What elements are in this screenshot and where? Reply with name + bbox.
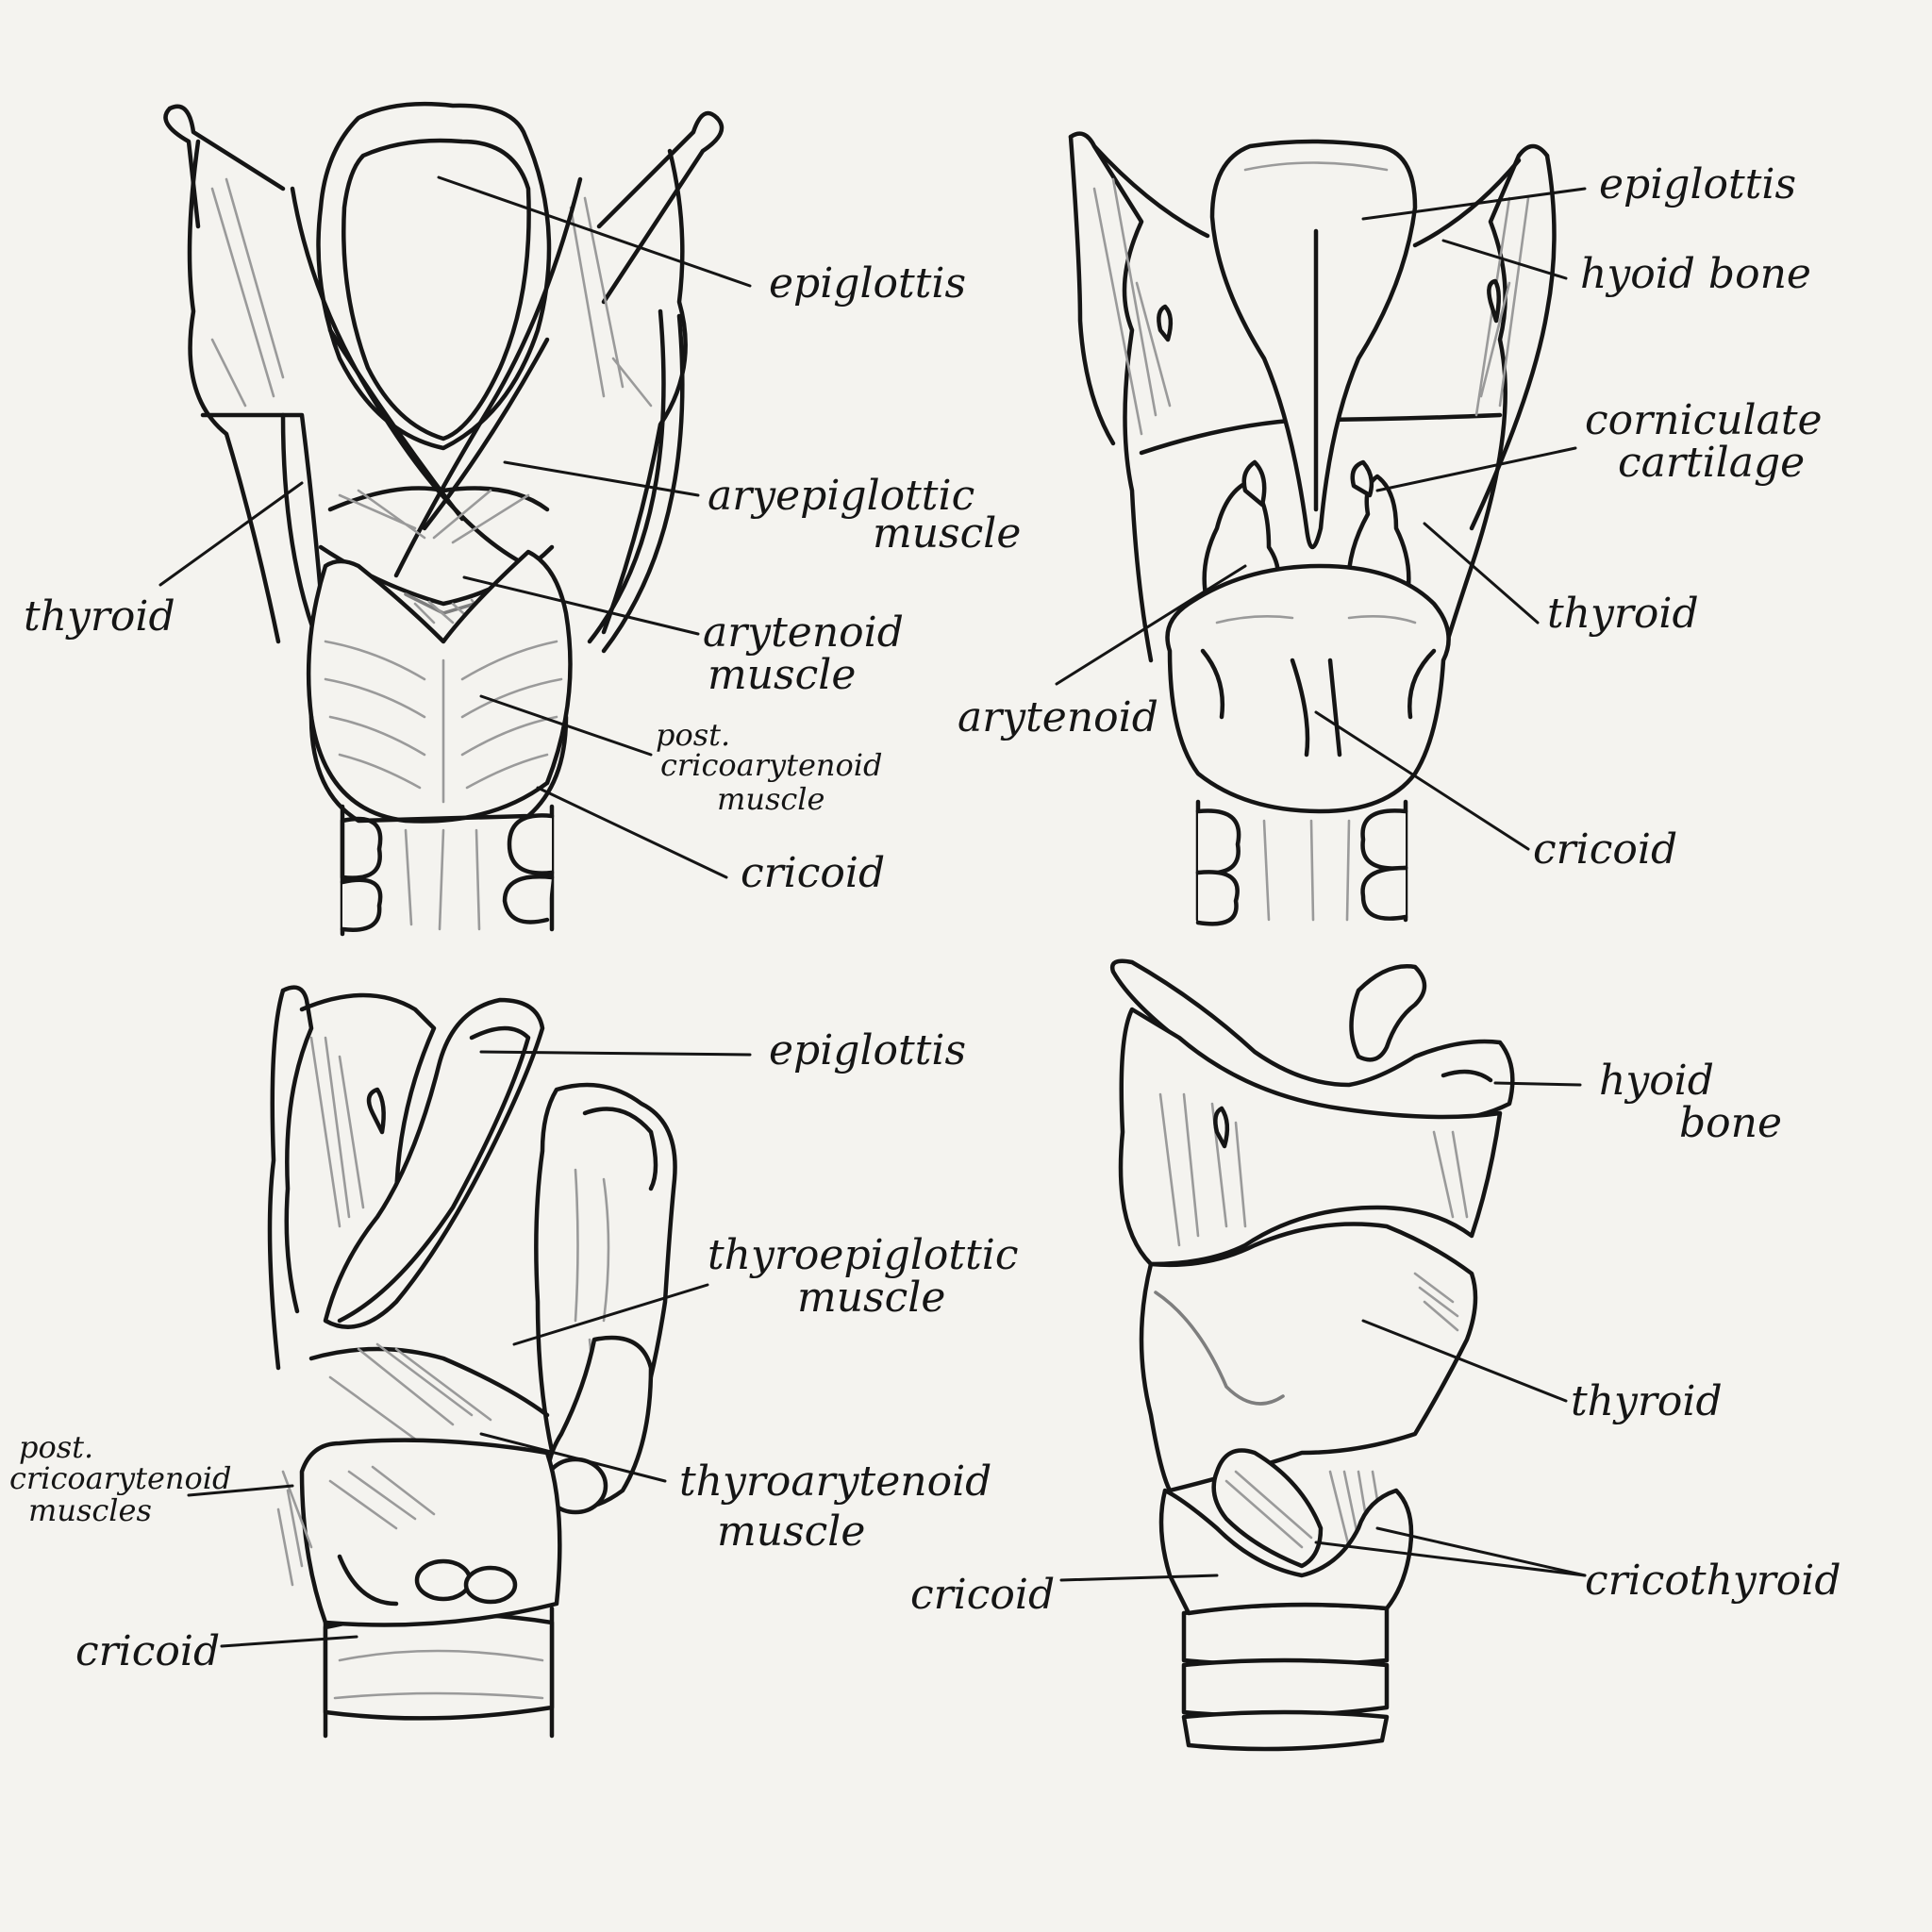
label-thyroepiglottic-3: thyroepiglottic [708, 1231, 1018, 1279]
label-cricoid-4: cricoid [910, 1571, 1055, 1619]
label-cricoid-2: cricoid [1533, 825, 1677, 874]
thyroid-3 [280, 985, 314, 1314]
label-aryepiglottic-1: aryepiglottic [708, 472, 974, 520]
posterior-cricoarytenoid-3 [276, 1470, 313, 1587]
label-bone-4: bone [1679, 1099, 1782, 1147]
cricoid-2 [1165, 563, 1451, 814]
posterior-cricoarytenoid-muscle-1 [306, 549, 573, 824]
hyoid-bone-2 [1091, 143, 1210, 239]
thyroid-upper-4 [1118, 1007, 1503, 1267]
label-cricoid-1: cricoid [741, 849, 885, 897]
cricoid-4 [1158, 1488, 1414, 1616]
label-cricoid-3: cricoid [75, 1627, 220, 1675]
label-cartilage-2: cartilage [1618, 439, 1805, 487]
panel-posterior-view [163, 101, 724, 937]
label-thyroid-1: thyroid [24, 592, 175, 641]
label-corniculate-2: corniculate [1585, 396, 1823, 444]
epiglottis-3 [323, 997, 545, 1329]
labels: epiglottis aryepiglottic muscle thyroid … [9, 160, 1841, 1675]
label-aryepiglottic-muscle-1: muscle [873, 509, 1021, 558]
cricoid-1 [308, 714, 569, 824]
leader-lines [158, 175, 1587, 1648]
label-post-1: post. [656, 717, 730, 753]
hyoid-bone-1 [167, 104, 286, 192]
label-cricothyroid-4: cricothyroid [1585, 1557, 1841, 1605]
panel-sagittal-view [267, 985, 677, 1739]
label-thyroepiglottic-muscle-3: muscle [797, 1274, 945, 1322]
label-cricoarytenoid-3: cricoarytenoid [9, 1460, 231, 1496]
label-arytenoid-1: arytenoid [703, 608, 904, 657]
panel-lateral-view [1109, 958, 1515, 1752]
epiglottis-1 [316, 101, 552, 451]
label-thyroid-4: thyroid [1571, 1377, 1723, 1425]
label-epiglottis-2: epiglottis [1599, 160, 1796, 208]
label-cricoarytenoid-1: cricoarytenoid [660, 747, 882, 783]
trachea-1 [340, 804, 555, 937]
thyroepiglottic-muscle-3 [308, 1346, 550, 1418]
trachea-ring-4 [1181, 1602, 1390, 1668]
cricothyroid-muscle-4 [1211, 1448, 1324, 1569]
thyroid-1 [187, 139, 281, 644]
label-hyoid-4: hyoid [1599, 1057, 1714, 1105]
label-post-3: post. [19, 1429, 93, 1465]
thyroid-shield-4 [1139, 1222, 1478, 1493]
label-epiglottis-3: epiglottis [769, 1026, 966, 1074]
label-epiglottis-1: epiglottis [769, 259, 966, 308]
label-arytenoid-muscle-1: muscle [708, 651, 856, 699]
panel-cartilage-view [1068, 131, 1557, 926]
label-cricoarytenoid-muscle-1: muscle [717, 781, 824, 817]
thyroid-2 [1068, 131, 1154, 663]
label-arytenoid-2: arytenoid [958, 693, 1158, 741]
epiglottis-2 [1209, 139, 1418, 550]
label-thyroarytenoid-muscle-3: muscle [717, 1507, 865, 1556]
label-cricoarytenoid-muscles-3: muscles [28, 1492, 152, 1528]
label-thyroarytenoid-3: thyroarytenoid [679, 1457, 991, 1506]
label-hyoid-bone-2: hyoid bone [1580, 250, 1811, 298]
label-thyroid-2: thyroid [1547, 590, 1699, 638]
